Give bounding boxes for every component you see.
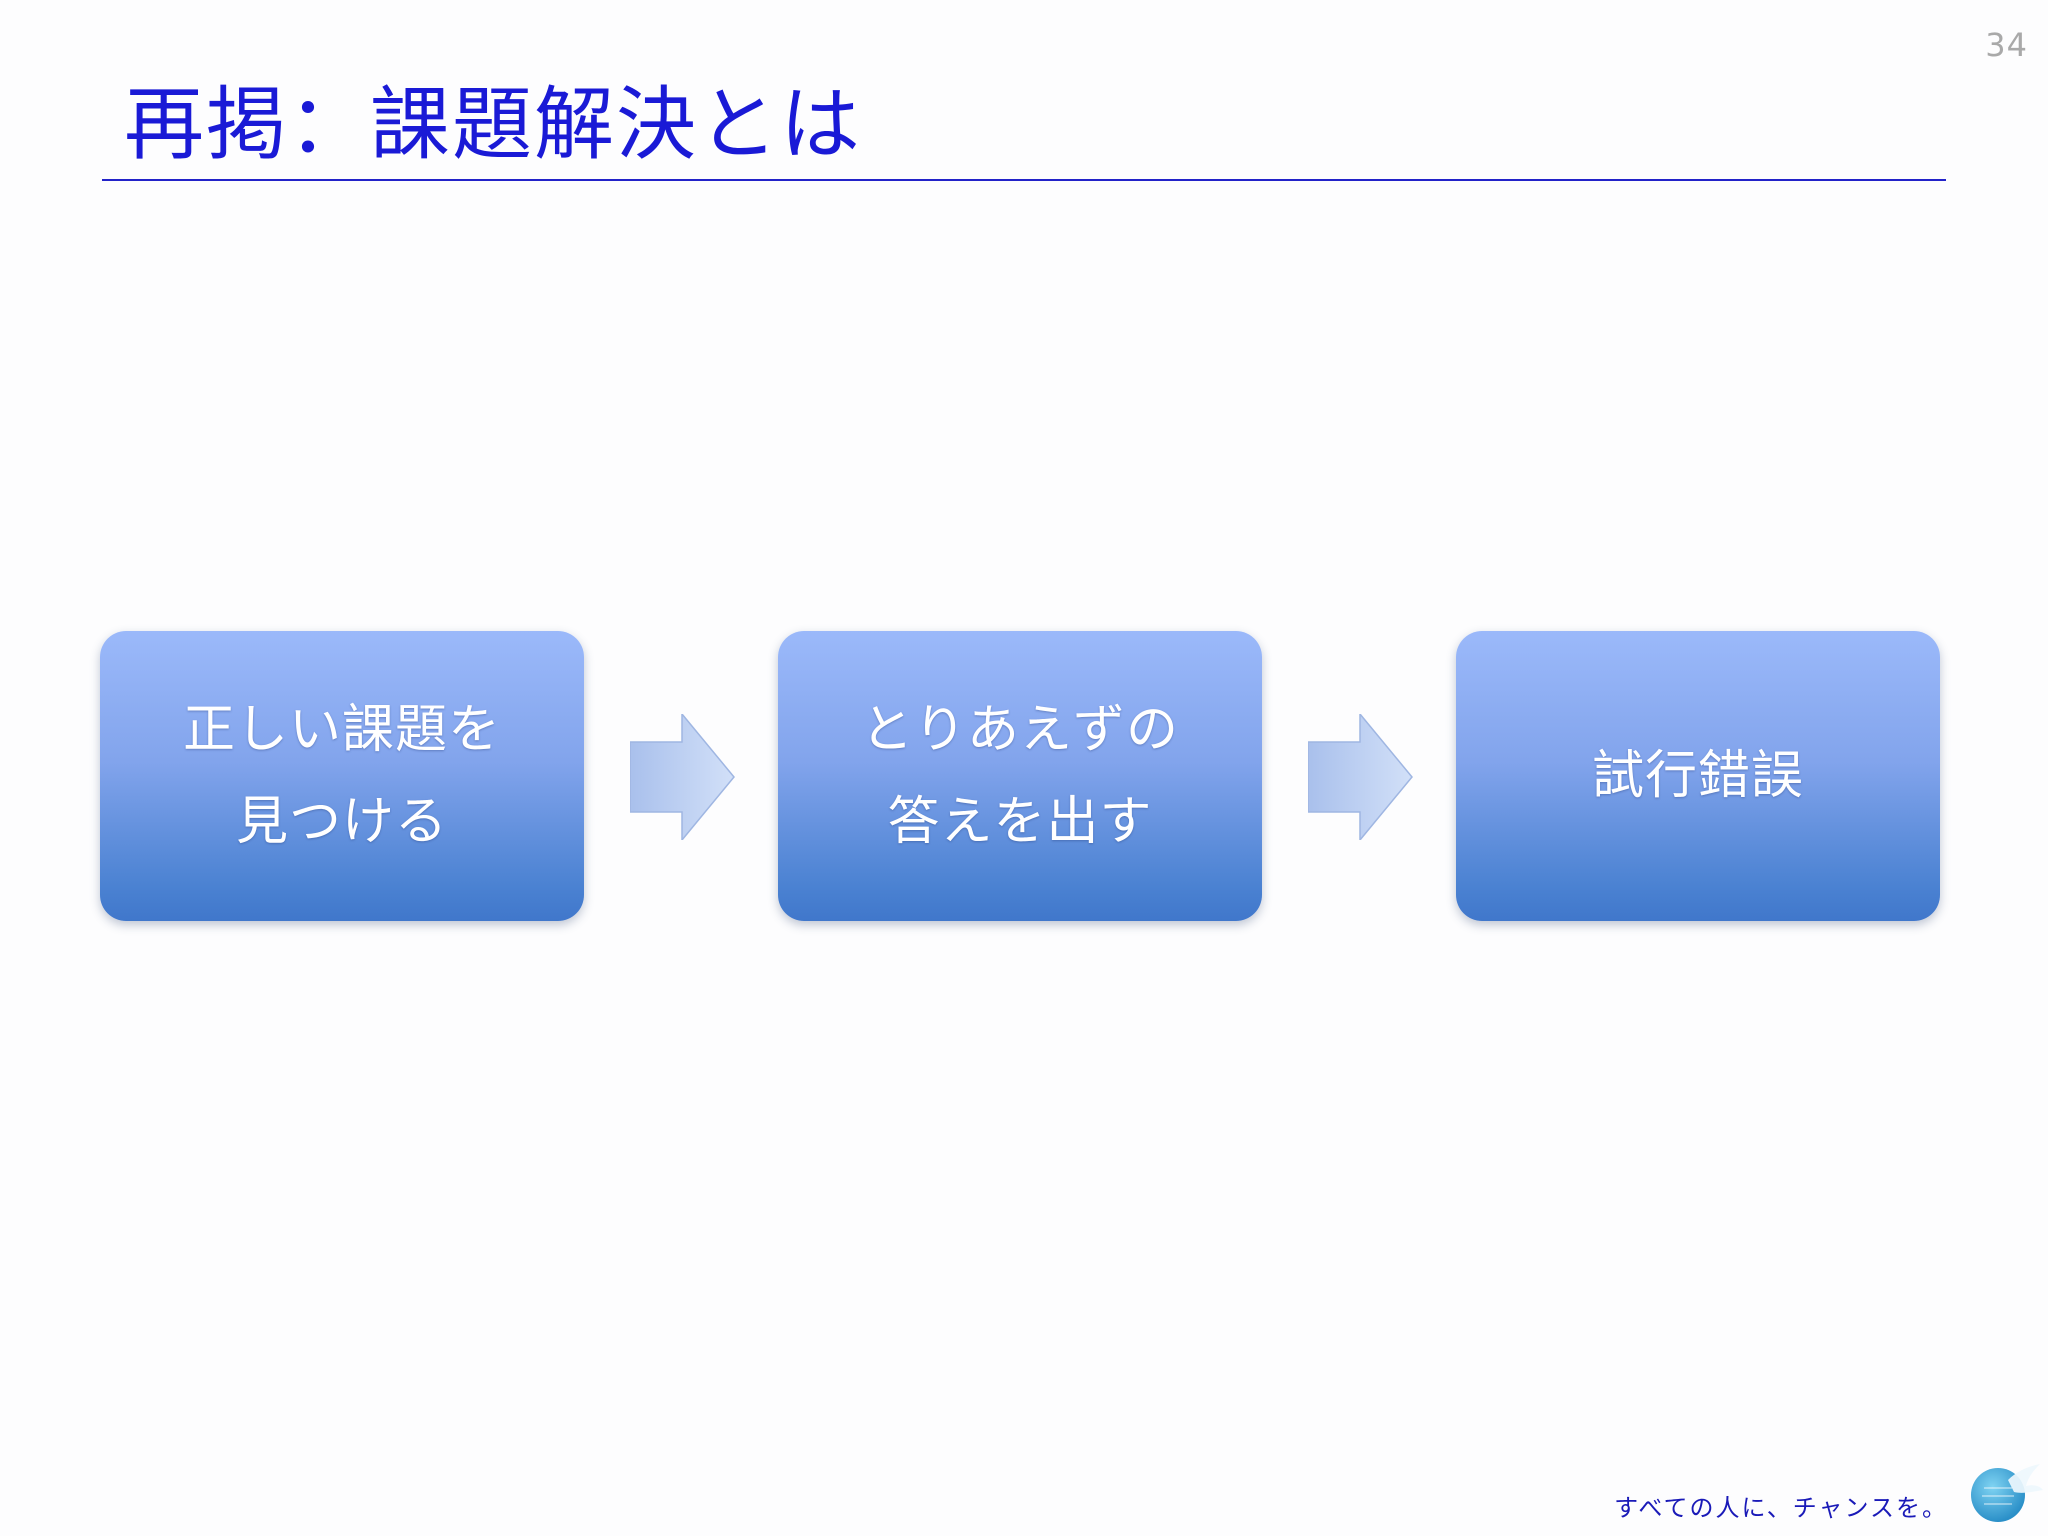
dove-globe-logo-icon [1971,1464,2043,1522]
step-label: 正しい課題を 見つける [182,700,501,852]
right-arrow-icon [630,714,735,840]
step-label: とりあえずの 答えを出す [860,700,1179,852]
title-underline [102,179,1946,181]
page-number: 34 [1985,26,2028,64]
slide-title: 再掲：課題解決とは [124,78,862,171]
footer-slogan: すべての人に、チャンスを。 [1614,1494,1948,1522]
right-arrow-icon [1308,714,1413,840]
step-box-tentative-answer: とりあえずの 答えを出す [778,631,1262,921]
step-box-trial-and-error: 試行錯誤 [1456,631,1940,921]
step-box-find-problem: 正しい課題を 見つける [100,631,584,921]
step-label: 試行錯誤 [1591,746,1804,806]
